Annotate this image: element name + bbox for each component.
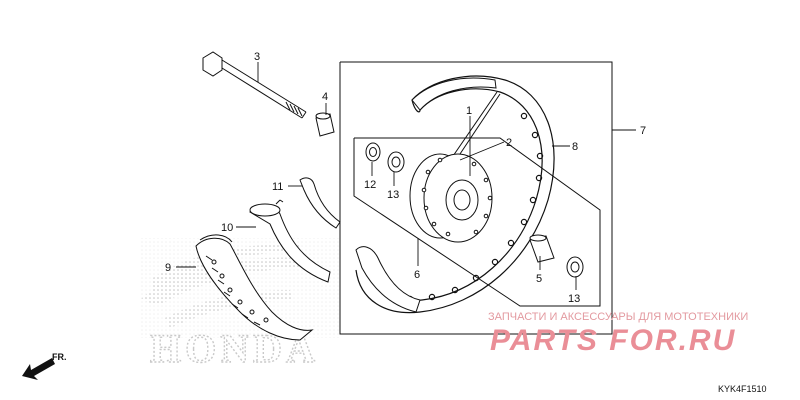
tire [195, 234, 314, 341]
leader-lines [176, 62, 636, 290]
callout-9: 9 [165, 262, 171, 274]
tube [249, 199, 331, 283]
callout-1: 1 [466, 105, 472, 117]
distance-collar [529, 234, 555, 263]
axle-bolt [202, 51, 307, 119]
callout-3: 3 [254, 51, 260, 63]
callout-4: 4 [322, 91, 328, 103]
watermark-tagline: ЗАПЧАСТИ И АКСЕССУАРЫ ДЛЯ МОТОТЕХНИКИ [488, 311, 748, 323]
watermark-logo: PARTS FOR.RU [490, 324, 736, 357]
hub-assembly-outline [353, 137, 601, 307]
callout-12: 12 [364, 179, 376, 191]
bearing-right [566, 256, 584, 278]
wheel-assembly-outline [339, 61, 613, 335]
callout-10: 10 [221, 222, 233, 234]
callout-11: 11 [272, 181, 283, 193]
callout-13-right: 13 [568, 293, 580, 305]
bearing-left [387, 151, 405, 173]
diagram-code: KYK4F1510 [718, 384, 767, 394]
front-direction-arrow [22, 358, 55, 380]
rim-flap [299, 177, 341, 229]
rim-band-top [411, 77, 497, 111]
front-direction-label: FR. [52, 352, 67, 362]
callout-7: 7 [640, 125, 646, 137]
rim-band [355, 246, 421, 313]
callout-6: 6 [414, 269, 420, 281]
hub [409, 153, 493, 243]
collar [315, 112, 335, 137]
oil-seal [365, 142, 381, 162]
callout-8: 8 [572, 141, 578, 153]
callout-13-left: 13 [387, 189, 399, 201]
callout-2: 2 [506, 137, 512, 149]
callout-5: 5 [536, 273, 542, 285]
